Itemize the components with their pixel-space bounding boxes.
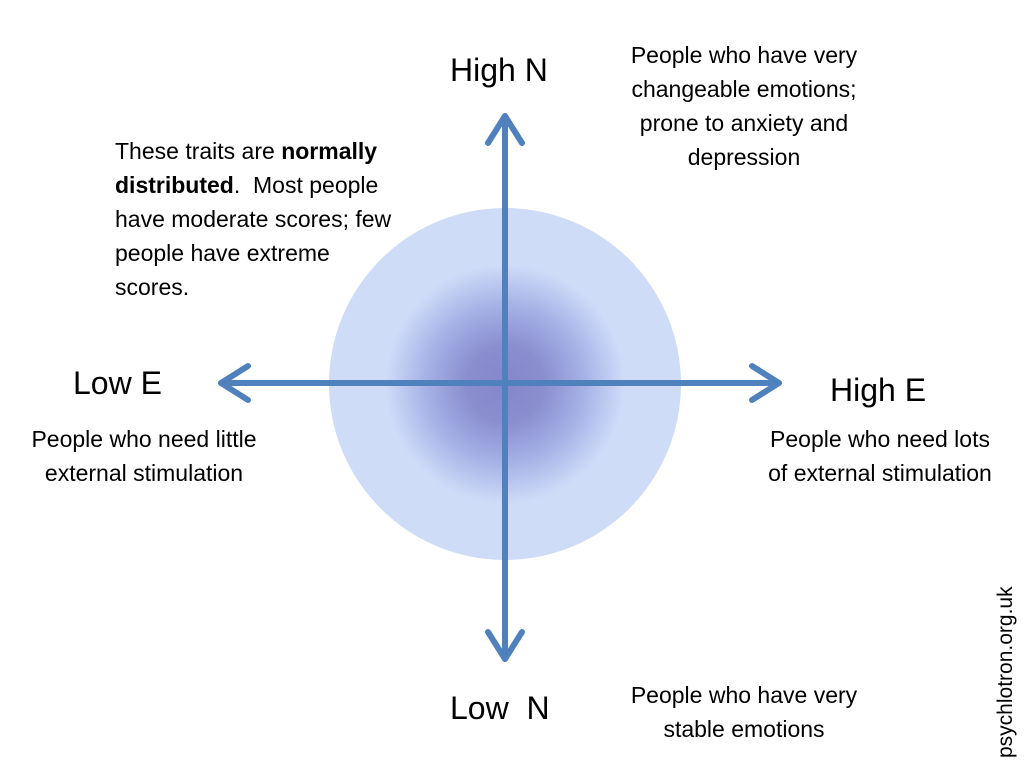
- description-high-n: People who have very changeable emotions…: [604, 38, 884, 174]
- arrowhead-left-icon: [218, 363, 251, 403]
- description-line: depression: [687, 144, 801, 170]
- description-line: external stimulation: [44, 460, 244, 486]
- site-credit: psychlotron.org.uk: [994, 586, 1017, 758]
- description-low-n: People who have very stable emotions: [604, 678, 884, 746]
- note-emphasis: normally: [281, 138, 378, 164]
- axis-label-low-e: Low E: [73, 365, 162, 401]
- description-line: of external stimulation: [768, 460, 992, 486]
- description-low-e: People who need little external stimulat…: [4, 422, 284, 490]
- note-line: have moderate scores; few: [115, 206, 392, 232]
- axis-label-high-e: High E: [830, 372, 927, 408]
- description-line: prone to anxiety and: [639, 110, 849, 136]
- vertical-axis-n: [485, 113, 525, 662]
- description-line: People who have very: [630, 682, 858, 708]
- description-high-e: People who need lots of external stimula…: [741, 422, 1019, 490]
- arrowhead-up-icon: [485, 113, 525, 146]
- description-line: stable emotions: [663, 716, 825, 742]
- horizontal-axis-e: [218, 363, 782, 403]
- note-text: . Most people: [233, 172, 379, 198]
- note-emphasis: distributed: [115, 172, 234, 198]
- description-line: People who need lots: [770, 426, 990, 452]
- axis-label-low-n: Low N: [450, 690, 550, 726]
- note-line: scores.: [115, 274, 190, 300]
- note-line: distributed. Most people: [115, 168, 435, 202]
- arrowhead-right-icon: [749, 363, 782, 403]
- note-text: These traits are: [115, 138, 282, 164]
- description-line: changeable emotions;: [631, 76, 857, 102]
- arrowhead-down-icon: [485, 629, 525, 662]
- normal-distribution-note: These traits are normally distributed. M…: [115, 134, 435, 304]
- description-line: People who need little: [31, 426, 257, 452]
- note-line: people have extreme: [115, 240, 330, 266]
- description-line: People who have very: [630, 42, 858, 68]
- note-line: These traits are normally: [115, 134, 435, 168]
- axis-label-high-n: High N: [450, 52, 548, 88]
